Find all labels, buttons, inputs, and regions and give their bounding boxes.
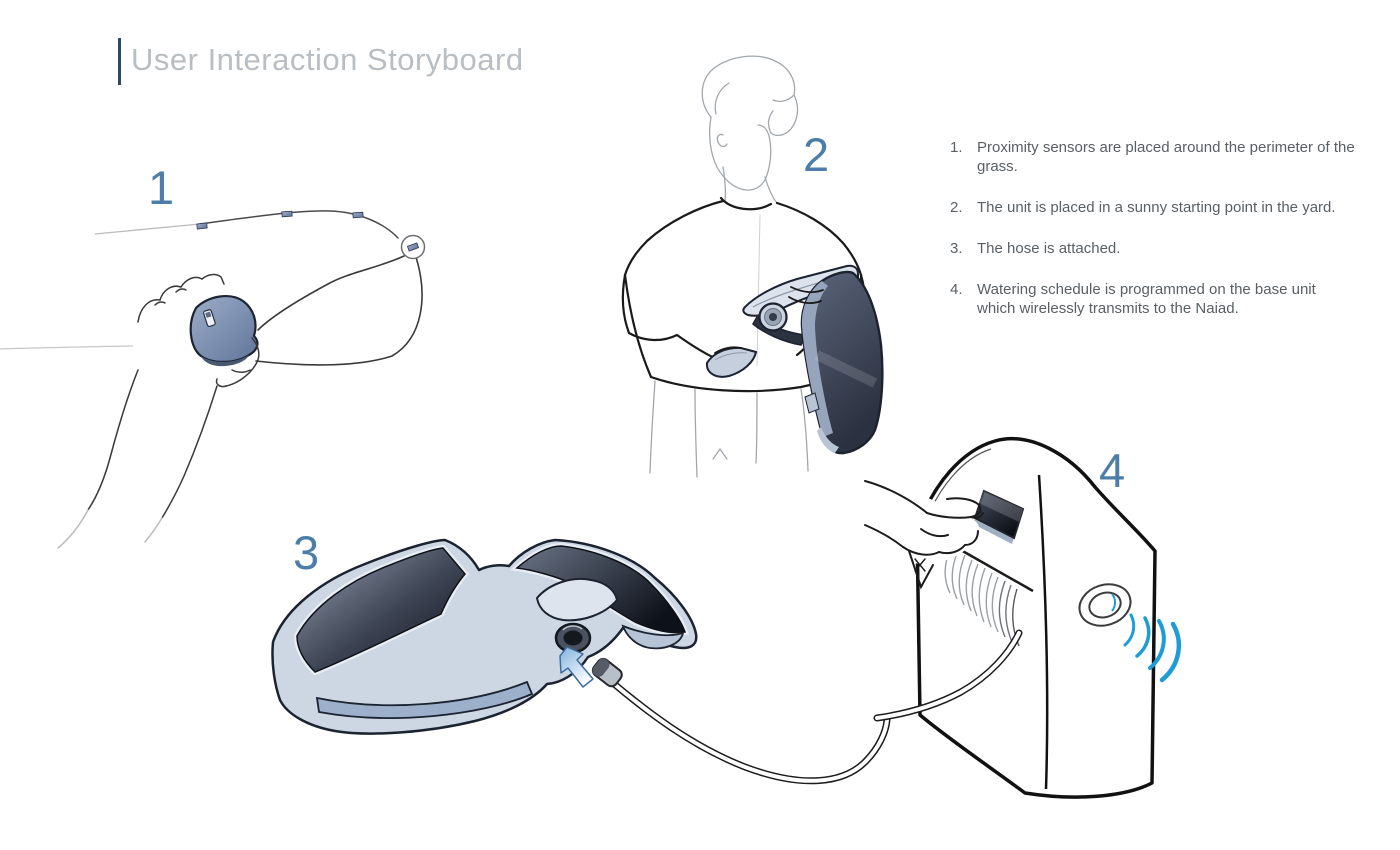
- step-marker: 4.: [950, 281, 963, 298]
- hand-grip-and-wrist: [57, 337, 260, 549]
- scene-2-illustration: [621, 55, 884, 478]
- scene-3-number: 3: [293, 526, 320, 579]
- proximity-sensor-device: [189, 294, 259, 367]
- scene-1-illustration: [0, 210, 426, 549]
- step-marker: 3.: [950, 240, 963, 257]
- scene-2-number: 2: [803, 128, 830, 181]
- scene-4-number: 4: [1099, 444, 1126, 497]
- hose-front-segment: [873, 629, 1023, 722]
- base-unit-body: [915, 436, 1157, 799]
- step-item-4: 4. Watering schedule is programmed on th…: [950, 280, 1358, 318]
- step-text: Watering schedule is programmed on the b…: [977, 281, 1316, 317]
- step-marker: 2.: [950, 199, 963, 216]
- holding-fingers: [714, 286, 824, 354]
- hose: [609, 679, 891, 785]
- wireless-port: [1078, 583, 1132, 627]
- step-list: 1. Proximity sensors are placed around t…: [950, 138, 1358, 340]
- pressing-hand: [864, 475, 984, 590]
- title-accent-bar: [118, 38, 121, 85]
- hose-connector-cap: [591, 657, 623, 688]
- step-item-1: 1. Proximity sensors are placed around t…: [950, 138, 1358, 176]
- step-text: The unit is placed in a sunny starting p…: [977, 199, 1336, 216]
- base-unit-screen: [973, 489, 1025, 544]
- hinge-hub: [758, 302, 788, 332]
- left-solar-panel: [296, 547, 466, 673]
- scene-4-illustration: [864, 436, 1182, 799]
- scene-3-illustration: [271, 538, 891, 785]
- sensor-highlight-circle: [400, 234, 426, 260]
- step-text: Proximity sensors are placed around the …: [977, 139, 1355, 175]
- page-title: User Interaction Storyboard: [131, 42, 524, 77]
- step-item-2: 2. The unit is placed in a sunny startin…: [950, 198, 1358, 217]
- attach-arrow-icon: [559, 646, 594, 688]
- naiad-folded-device: [705, 264, 884, 455]
- perimeter-sensor-ticks: [196, 210, 364, 230]
- step-text: The hose is attached.: [977, 240, 1121, 257]
- person-sketch: [621, 55, 866, 478]
- scene-1-number: 1: [148, 161, 175, 214]
- hose-port: [554, 622, 592, 654]
- wireless-waves-icon: [1123, 613, 1182, 683]
- step-marker: 1.: [950, 139, 963, 156]
- naiad-device: [271, 538, 698, 735]
- step-item-3: 3. The hose is attached.: [950, 239, 1358, 258]
